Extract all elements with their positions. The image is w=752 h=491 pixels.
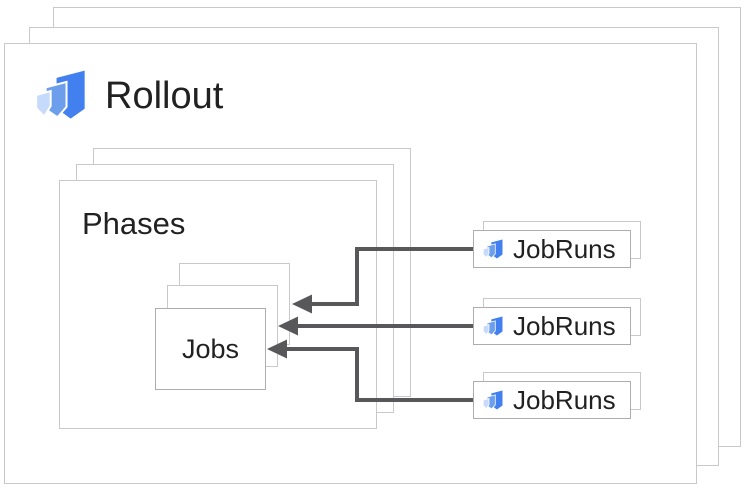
cloud-deploy-icon bbox=[482, 238, 505, 261]
jobruns-label: JobRuns bbox=[513, 311, 616, 341]
jobruns-label: JobRuns bbox=[513, 234, 616, 264]
jobs-title: Jobs bbox=[181, 333, 240, 364]
jobs-card-layer-front: Jobs bbox=[155, 308, 266, 390]
cloud-deploy-icon bbox=[33, 67, 91, 125]
cloud-deploy-icon bbox=[482, 389, 505, 412]
jobruns-box-1: JobRuns bbox=[473, 221, 641, 268]
phases-title: Phases bbox=[82, 206, 186, 241]
jobruns-label: JobRuns bbox=[513, 385, 616, 415]
jobruns-box-1-front: JobRuns bbox=[473, 230, 631, 268]
jobruns-box-2-front: JobRuns bbox=[473, 307, 631, 345]
jobruns-box-2: JobRuns bbox=[473, 298, 641, 345]
cloud-deploy-icon bbox=[482, 315, 505, 338]
rollout-title: Rollout bbox=[105, 75, 224, 117]
jobruns-box-3: JobRuns bbox=[473, 372, 641, 419]
rollout-header: Rollout bbox=[33, 67, 223, 125]
jobruns-box-3-front: JobRuns bbox=[473, 381, 631, 419]
